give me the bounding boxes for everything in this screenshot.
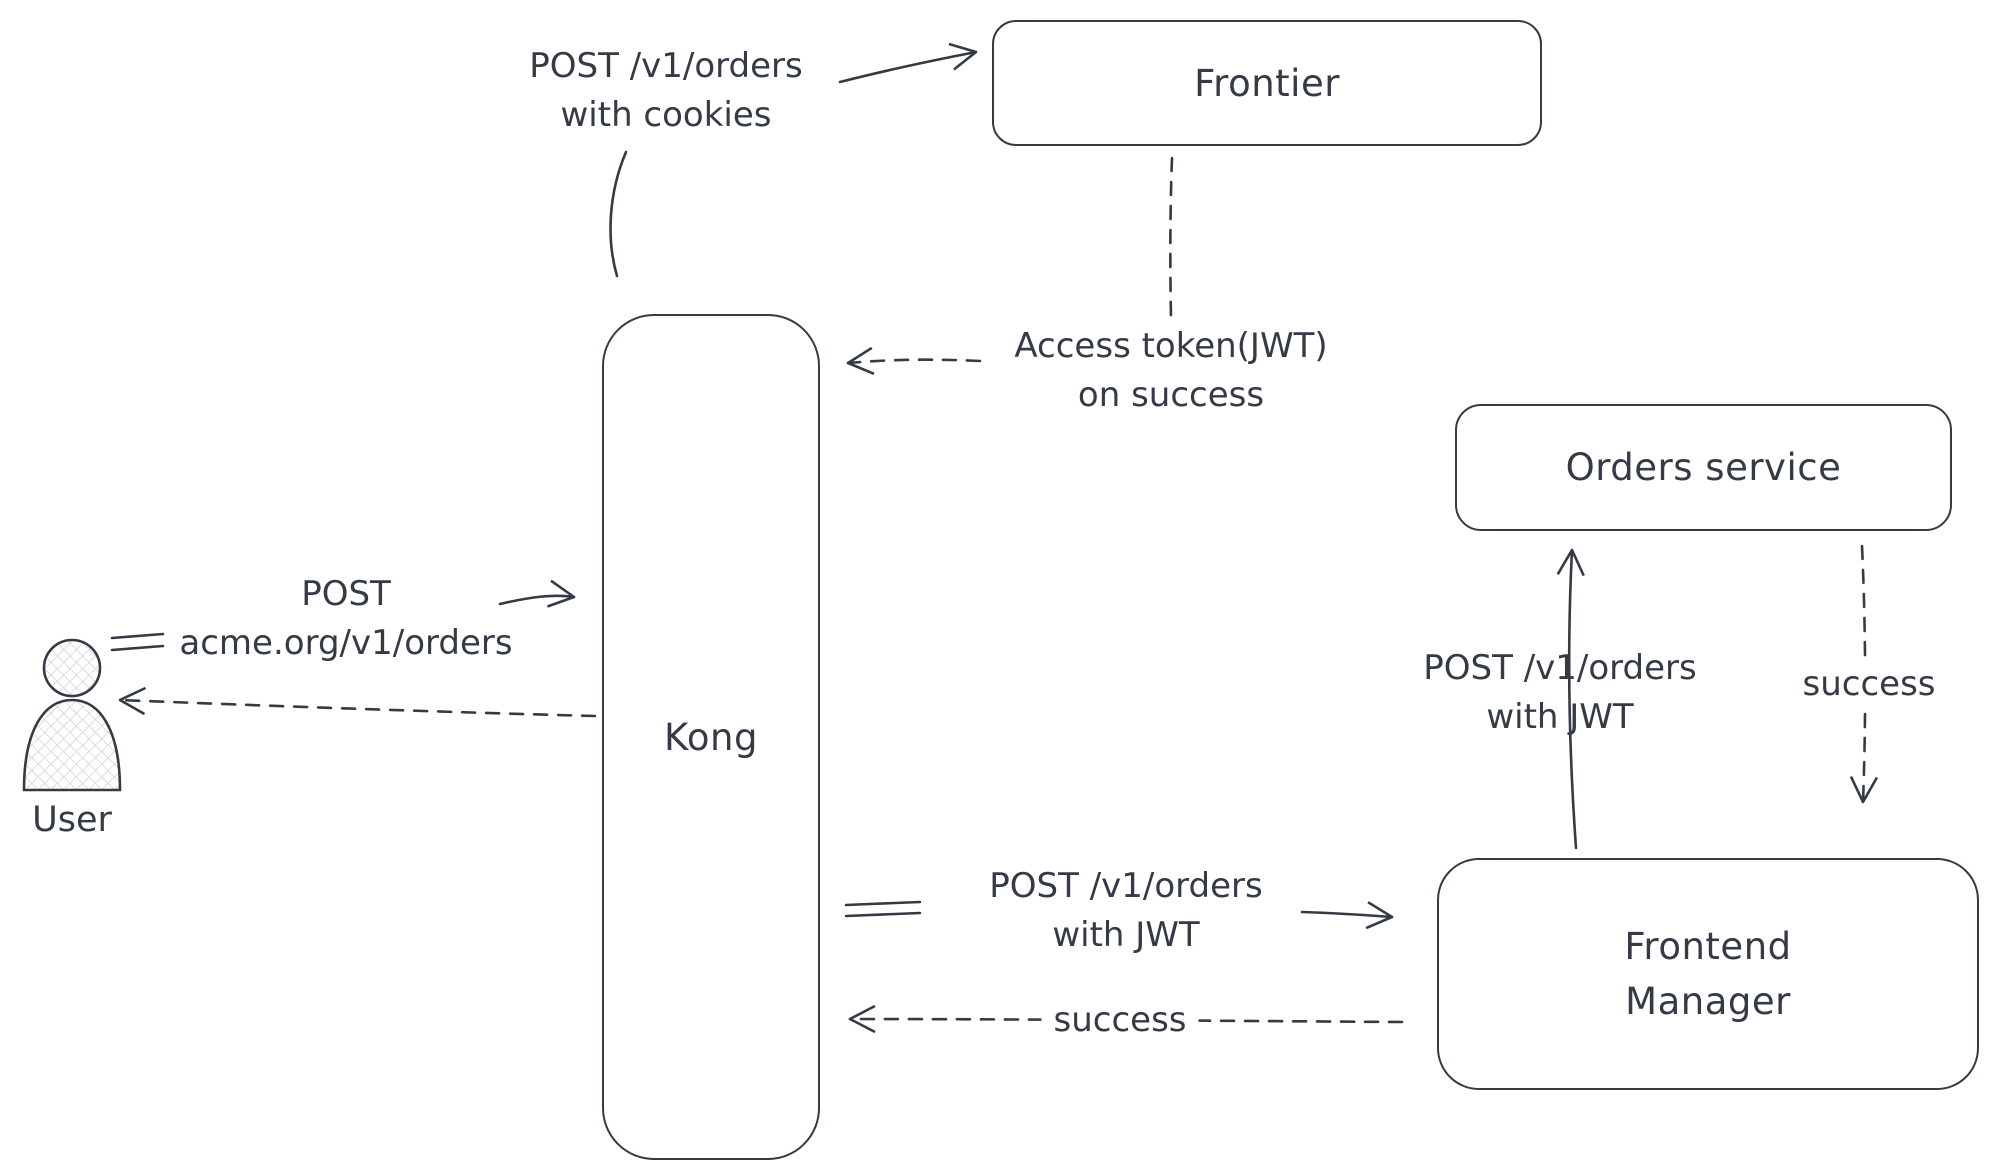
edge-label-access-token-line1: Access token(JWT) (1014, 326, 1328, 366)
user-icon (22, 638, 122, 792)
edge-label-post-jwt-to-frontend-line1: POST /v1/orders (989, 866, 1263, 906)
arrow-post-acme-to-kong (498, 579, 576, 608)
edge-label-access-token: Access token(JWT) on success (1014, 322, 1327, 421)
edge-label-post-jwt-to-frontend: POST /v1/orders with JWT (989, 862, 1262, 961)
edge-label-post-orders-cookies-line2: with cookies (560, 95, 772, 136)
node-orders-service: Orders service (1455, 404, 1952, 531)
line-cookies-to-kong (609, 150, 628, 278)
edge-label-post-acme: POST acme.org/v1/orders (179, 570, 512, 669)
line-kong-fm-tail-1 (844, 900, 922, 907)
node-frontend-manager: Frontend Manager (1437, 858, 1979, 1090)
edge-label-access-token-line2: on success (1077, 375, 1265, 416)
node-orders-service-label: Orders service (1565, 446, 1842, 489)
edge-label-post-acme-line1: POST (301, 574, 391, 614)
node-kong: Kong (602, 314, 820, 1160)
node-frontier: Frontier (992, 20, 1542, 146)
edge-label-post-jwt-to-orders-line1: POST /v1/orders (1423, 648, 1697, 688)
arrow-access-token-to-kong (846, 346, 982, 376)
arrow-kong-to-user (118, 686, 597, 718)
edge-label-post-orders-cookies: POST /v1/orders with cookies (529, 42, 802, 141)
line-kong-fm-tail-2 (844, 911, 922, 918)
edge-label-post-acme-line2: acme.org/v1/orders (179, 623, 513, 664)
node-frontend-manager-label-line2: Manager (1625, 980, 1791, 1023)
user-label: User (32, 800, 112, 840)
line-frontier-down (1169, 156, 1174, 320)
arrow-kong-to-fm (1300, 901, 1394, 930)
edge-label-success-from-orders-text: success (1802, 664, 1936, 704)
edge-label-post-orders-cookies-line1: POST /v1/orders (529, 46, 803, 86)
line-user-tail-1 (110, 632, 165, 640)
node-frontend-manager-label-line1: Frontend (1624, 924, 1792, 968)
edge-label-success-from-orders: success (1790, 660, 1948, 710)
edge-label-success-to-kong-text: success (1053, 1000, 1187, 1040)
arrow-post-orders-cookies (838, 42, 978, 84)
edge-label-post-jwt-to-frontend-line2: with JWT (1052, 915, 1200, 956)
edge-label-post-jwt-to-orders: POST /v1/orders with JWT (1423, 644, 1696, 743)
edge-label-success-to-kong: success (1041, 996, 1199, 1046)
node-frontier-label: Frontier (1194, 61, 1340, 105)
edge-label-post-jwt-to-orders-line2: with JWT (1486, 697, 1634, 738)
line-user-tail-2 (110, 644, 165, 652)
arrow-fm-to-orders (1556, 548, 1585, 850)
node-kong-label: Kong (664, 715, 758, 759)
